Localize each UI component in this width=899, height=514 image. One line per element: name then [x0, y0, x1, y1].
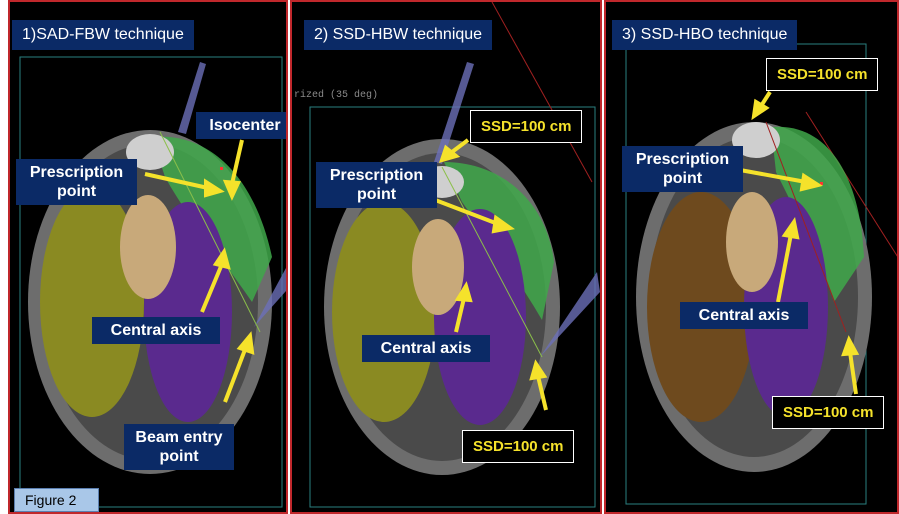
- prescription-point-label: Prescription point: [316, 162, 437, 208]
- ssd-bottom-label: SSD=100 cm: [462, 430, 574, 463]
- ssd-top-label: SSD=100 cm: [766, 58, 878, 91]
- panel-2-title: 2) SSD-HBW technique: [304, 20, 492, 50]
- panel-ssd-hbo: 3) SSD-HBO technique SSD=100 cm Prescrip…: [604, 0, 899, 514]
- isocenter-label: Isocenter: [196, 112, 288, 139]
- ssd-top-label: SSD=100 cm: [470, 110, 582, 143]
- central-axis-label: Central axis: [680, 302, 808, 329]
- prescription-point-label: Prescription point: [16, 159, 137, 205]
- figure-label: Figure 2: [14, 488, 99, 512]
- central-axis-label: Central axis: [362, 335, 490, 362]
- angle-overlay-text: rized (35 deg): [294, 90, 378, 101]
- central-axis-label: Central axis: [92, 317, 220, 344]
- prescription-point-label: Prescription point: [622, 146, 743, 192]
- panel-sad-fbw: 1)SAD-FBW technique Isocenter Prescripti…: [8, 0, 288, 514]
- panel-3-title: 3) SSD-HBO technique: [612, 20, 797, 50]
- ssd-bottom-label: SSD=100 cm: [772, 396, 884, 429]
- panel-1-title: 1)SAD-FBW technique: [12, 20, 194, 50]
- panel-ssd-hbw: rized (35 deg) 2) SSD-HBW technique SSD=…: [290, 0, 602, 514]
- beam-entry-point-label: Beam entry point: [124, 424, 234, 470]
